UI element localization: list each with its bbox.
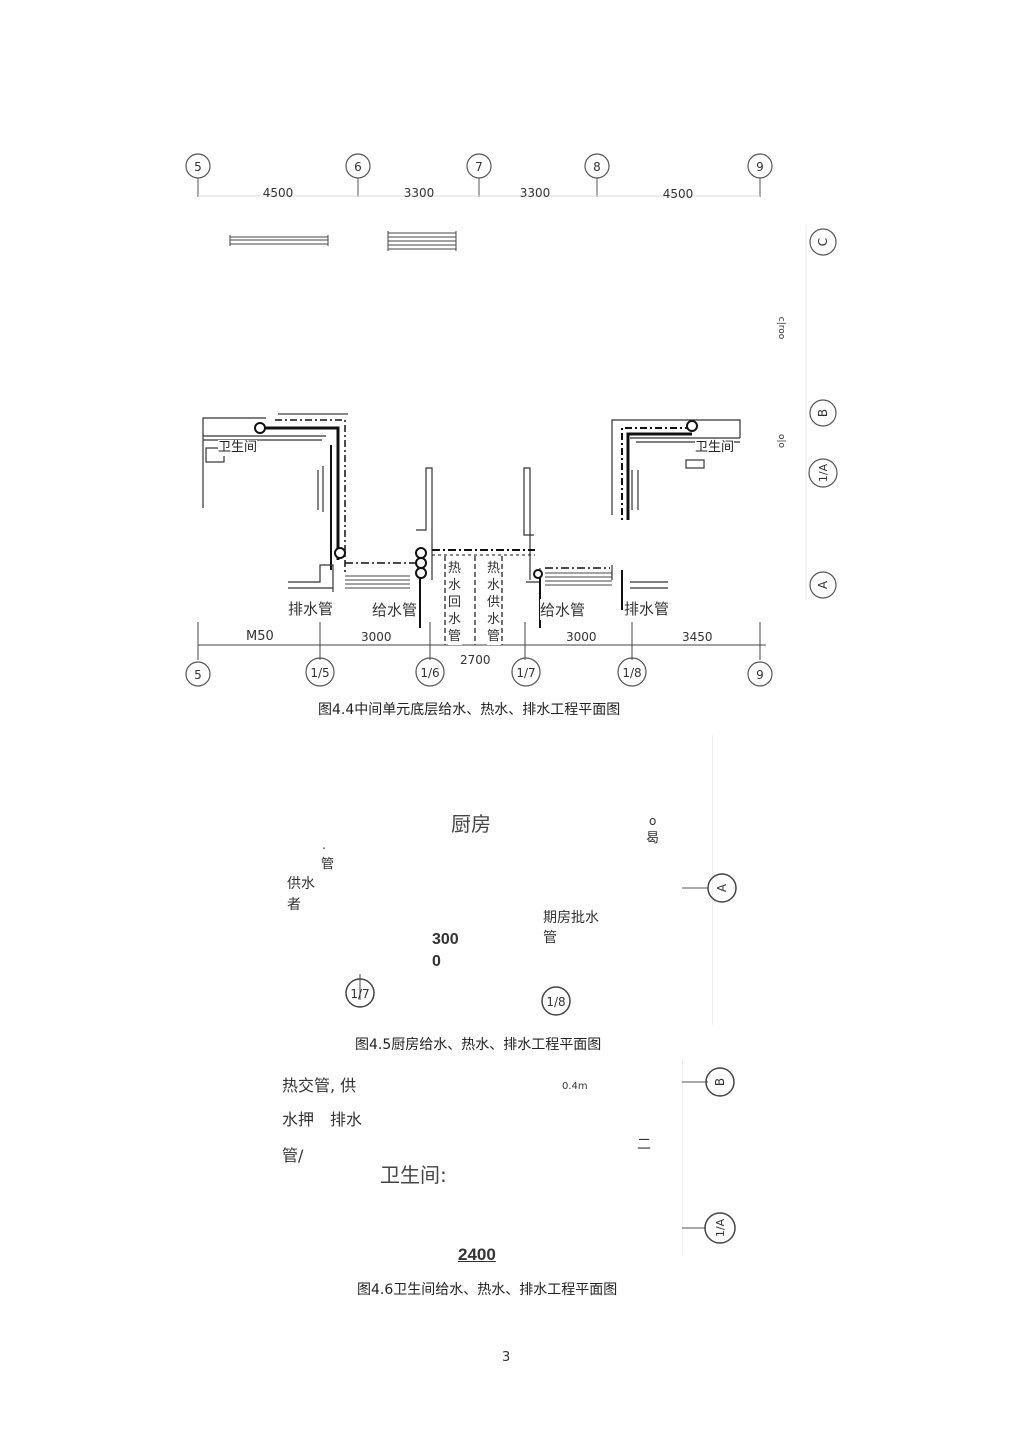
fig45-mark-o: o bbox=[649, 814, 657, 828]
fig44-drawing: 5 6 7 8 9 4500 3300 3300 4500 bbox=[185, 153, 838, 660]
bottom-axis-1-6-label: 1/6 bbox=[420, 666, 439, 680]
label-supply-pipe-left: 给水管 bbox=[372, 599, 418, 620]
caption-fig46: 图4.6卫生间给水、热水、排水工程平面图 bbox=[357, 1282, 618, 1298]
bottom-axis-1-6: 1/6 bbox=[415, 657, 445, 687]
right-bathroom-walls bbox=[611, 419, 741, 515]
window-band-bottom-left bbox=[345, 575, 410, 589]
fig45-dot: . bbox=[322, 838, 326, 852]
top-axis-9-label: 9 bbox=[756, 160, 764, 174]
label-hot-supply-pipe: 热水供水管 bbox=[487, 560, 501, 645]
fig46-axis-1a-label: 1/A bbox=[714, 1218, 727, 1237]
right-bathroom-pipes bbox=[621, 420, 698, 520]
fig46-er: 二 bbox=[637, 1137, 651, 1153]
fig46-axis-1a: 1/A bbox=[682, 1212, 736, 1244]
top-dim-1: 4500 bbox=[263, 186, 294, 200]
fig45-axis-a: A bbox=[682, 873, 737, 903]
fig45-axes: A 1/7 1/8 bbox=[345, 873, 737, 1016]
fig46-axis-b: B bbox=[682, 1067, 735, 1097]
bottom-dim-2: 3000 bbox=[566, 630, 597, 644]
bottom-axis-1-5: 1/5 bbox=[305, 657, 335, 687]
page-number: 3 bbox=[502, 1350, 511, 1365]
right-axis-a-label: A bbox=[816, 580, 830, 589]
bottom-axis-1-8-label: 1/8 bbox=[622, 666, 641, 680]
right-axis-a: A bbox=[809, 571, 837, 599]
fig45-axis-1-8-label: 1/8 bbox=[546, 995, 565, 1009]
bottom-dim-3: 3450 bbox=[682, 630, 713, 644]
bottom-axis-9: 9 bbox=[747, 661, 773, 687]
bottom-axis-5-label: 5 bbox=[194, 668, 202, 682]
window-band-bottom-right bbox=[545, 572, 612, 586]
fig46-dim-04m: 0.4m bbox=[562, 1081, 588, 1092]
bottom-axis-1-8: 1/8 bbox=[617, 657, 647, 687]
bottom-axis-5: 5 bbox=[185, 661, 211, 687]
fig45-dim-0: 0 bbox=[432, 953, 441, 970]
left-bathroom-pipes bbox=[254, 413, 348, 575]
right-axis-c: C bbox=[809, 228, 837, 256]
label-drain-pipe-right: 排水管 bbox=[624, 598, 670, 619]
label-supply-pipe-right: 给水管 bbox=[540, 599, 586, 620]
fig46-line1: 热交管, 供 bbox=[282, 1076, 357, 1095]
bottom-axis-9-label: 9 bbox=[756, 668, 764, 682]
top-axis-9: 9 bbox=[747, 153, 773, 197]
fig45-right-edge bbox=[712, 735, 713, 1025]
top-dim-4: 4500 bbox=[663, 187, 694, 201]
right-axis-1a-label: 1/A bbox=[817, 463, 830, 482]
fig45-zhe: 者 bbox=[287, 897, 301, 913]
fig45-mark-yi: 曷 bbox=[646, 831, 660, 846]
fig45-dim-300: 300 bbox=[432, 931, 459, 948]
fig45-axis-1-7-label: 1/7 bbox=[350, 987, 369, 1001]
right-axis-c-label: C bbox=[816, 238, 830, 246]
fig45-title-kitchen: 厨房 bbox=[451, 812, 491, 836]
fig46-line3: 管/ bbox=[282, 1146, 304, 1165]
bottom-axis-1-7-label: 1/7 bbox=[516, 666, 535, 680]
top-dim-2: 3300 bbox=[404, 186, 435, 200]
fig46-title-bathroom: 卫生间: bbox=[380, 1163, 447, 1187]
fig45-gong-shui: 供水 bbox=[287, 876, 315, 892]
top-axis-5-label: 5 bbox=[194, 160, 202, 174]
bottom-dim-line bbox=[197, 622, 766, 660]
fig45-axis-1-8: 1/8 bbox=[541, 986, 571, 1016]
top-axis-8-label: 8 bbox=[593, 160, 601, 174]
fig45-axis-1-7: 1/7 bbox=[345, 974, 375, 1008]
bottom-dim-1: 3000 bbox=[361, 630, 392, 644]
bottom-axis-1-7: 1/7 bbox=[511, 657, 541, 687]
window-symbol-right bbox=[387, 231, 457, 251]
shaft-walls bbox=[288, 467, 668, 592]
fig45-qi-fang: 期房批水 bbox=[543, 910, 599, 926]
label-hot-return-pipe: 热水回水管 bbox=[448, 560, 462, 645]
top-axis-5: 5 bbox=[185, 153, 211, 197]
label-drain-pipe-left: 排水管 bbox=[288, 598, 334, 619]
top-axis-6-label: 6 bbox=[354, 160, 362, 174]
bottom-dim-2700: 2700 bbox=[460, 653, 491, 667]
label-m50: M50 bbox=[246, 629, 274, 644]
right-mark-1: c|roo bbox=[776, 317, 786, 340]
fig46-line2: 水押 排水 bbox=[282, 1110, 363, 1129]
right-mark-2: o|o bbox=[776, 434, 786, 449]
top-dim-3: 3300 bbox=[520, 186, 551, 200]
right-axis-b: B bbox=[809, 399, 837, 427]
top-axis-7-label: 7 bbox=[475, 160, 483, 174]
left-bathroom-walls bbox=[202, 417, 326, 512]
bottom-pipes bbox=[345, 547, 623, 645]
bottom-axes: 5 1/5 1/6 1/7 1/8 9 bbox=[185, 657, 773, 687]
right-axis-1a: 1/A bbox=[808, 458, 838, 488]
fig45-axis-a-label: A bbox=[715, 883, 729, 892]
bottom-axis-1-5-label: 1/5 bbox=[310, 666, 329, 680]
fig45-qi-fang-guan: 管 bbox=[543, 930, 557, 946]
top-axis-7: 7 bbox=[466, 153, 492, 197]
fig46-axis-b-label: B bbox=[713, 1078, 727, 1086]
right-axis-b-label: B bbox=[816, 409, 830, 417]
window-symbol-left bbox=[229, 235, 329, 246]
fig46-dim-2400: 2400 bbox=[458, 1245, 496, 1264]
top-axis-8: 8 bbox=[584, 153, 610, 197]
fig46-axes: B 1/A bbox=[682, 1067, 736, 1244]
fig45-guan: 管 bbox=[321, 857, 335, 872]
top-axis-6: 6 bbox=[345, 153, 371, 197]
fig46-right-edge bbox=[682, 1060, 683, 1255]
room-label-bathroom-right: 卫生间 bbox=[695, 440, 735, 456]
room-label-bathroom-left: 卫生间 bbox=[218, 440, 258, 456]
caption-fig45: 图4.5厨房给水、热水、排水工程平面图 bbox=[355, 1037, 602, 1053]
caption-fig44: 图4.4中间单元底层给水、热水、排水工程平面图 bbox=[318, 702, 621, 718]
